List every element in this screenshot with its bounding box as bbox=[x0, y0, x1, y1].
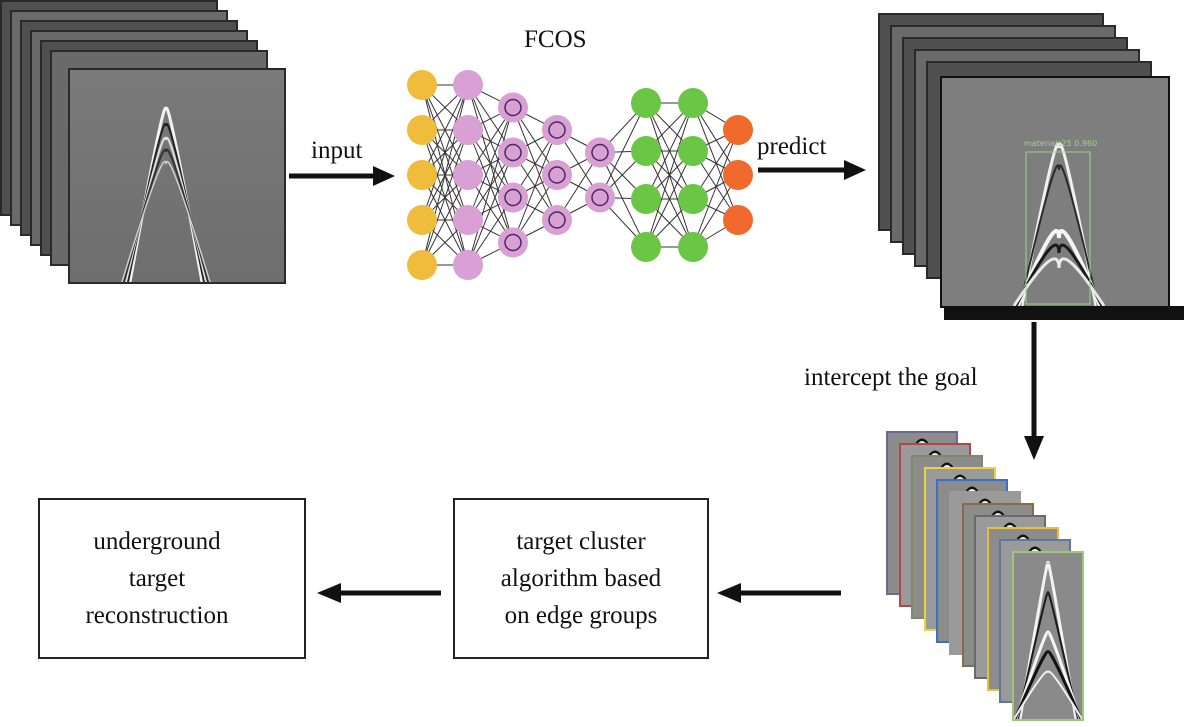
detection-bbox bbox=[1025, 151, 1091, 305]
network-node bbox=[407, 205, 437, 235]
network-node bbox=[453, 160, 483, 190]
network-node bbox=[678, 232, 708, 262]
network-node bbox=[453, 115, 483, 145]
network-node bbox=[407, 160, 437, 190]
prediction-hyperbola bbox=[942, 78, 1168, 307]
network-node bbox=[498, 182, 528, 213]
network-node bbox=[407, 115, 437, 145]
fcos-network bbox=[407, 70, 753, 280]
network-node-ring bbox=[548, 211, 566, 229]
prediction-image-stack: materials25 0.960 bbox=[870, 0, 1184, 330]
network-node bbox=[723, 205, 753, 235]
cluster-line: target cluster bbox=[516, 528, 646, 555]
network-node-ring bbox=[504, 143, 522, 162]
arrow-predict bbox=[758, 160, 866, 180]
arrow-to-reconstruction bbox=[317, 583, 441, 603]
detection-label: materials25 0.960 bbox=[1024, 139, 1098, 148]
arrow-to-cluster bbox=[717, 583, 841, 603]
network-edge bbox=[645, 102, 694, 200]
network-node bbox=[678, 184, 708, 214]
network-edge bbox=[467, 107, 514, 221]
network-edge bbox=[512, 129, 558, 243]
network-node bbox=[453, 70, 483, 100]
reconstruction-box: underground target reconstruction bbox=[38, 498, 306, 659]
network-node-ring bbox=[504, 98, 522, 117]
network-node-ring bbox=[504, 188, 522, 207]
network-node bbox=[407, 250, 437, 280]
network-edge bbox=[645, 102, 694, 248]
network-node bbox=[585, 182, 615, 213]
network-node-ring bbox=[548, 121, 566, 139]
network-edge bbox=[692, 102, 739, 221]
prediction-radargram-front: materials25 0.960 bbox=[940, 76, 1170, 308]
network-node bbox=[631, 88, 661, 118]
cluster-algorithm-box: target cluster algorithm based on edge g… bbox=[453, 498, 709, 659]
prediction-shadow bbox=[944, 306, 1184, 320]
reconstruction-line: underground bbox=[93, 528, 221, 555]
network-node bbox=[723, 160, 753, 190]
network-edge bbox=[421, 174, 469, 266]
intercept-label: intercept the goal bbox=[804, 364, 978, 391]
network-edge bbox=[692, 129, 739, 248]
arrow-intercept bbox=[1024, 322, 1044, 460]
network-node bbox=[678, 136, 708, 166]
network-node-ring bbox=[591, 143, 609, 162]
network-node bbox=[631, 232, 661, 262]
network-edge bbox=[421, 84, 469, 266]
predict-label: predict bbox=[757, 133, 827, 160]
network-node bbox=[453, 250, 483, 280]
network-edge bbox=[421, 129, 469, 266]
radargram-hyperbola bbox=[70, 70, 284, 284]
cropped-target-front bbox=[1012, 551, 1084, 721]
network-edge bbox=[467, 152, 514, 266]
network-node bbox=[542, 160, 572, 190]
network-node bbox=[453, 205, 483, 235]
network-node bbox=[498, 227, 528, 258]
input-label: input bbox=[311, 137, 363, 164]
network-node bbox=[678, 88, 708, 118]
cropped-targets-stack bbox=[880, 425, 1100, 727]
network-node bbox=[407, 70, 437, 100]
network-node-ring bbox=[504, 233, 522, 252]
input-image-stack bbox=[0, 0, 290, 290]
network-node bbox=[498, 92, 528, 123]
network-edge bbox=[599, 152, 647, 248]
network-edge bbox=[599, 102, 647, 198]
cluster-line: algorithm based bbox=[500, 565, 662, 592]
network-node bbox=[585, 137, 615, 168]
reconstruction-line: target bbox=[128, 565, 186, 592]
diagram-title: FCOS bbox=[524, 26, 587, 53]
network-edge bbox=[421, 84, 469, 221]
network-node bbox=[631, 184, 661, 214]
cluster-line: on edge groups bbox=[504, 602, 658, 629]
network-node bbox=[498, 137, 528, 168]
network-node-ring bbox=[591, 188, 609, 207]
input-radargram-front bbox=[68, 68, 286, 284]
network-edge bbox=[645, 150, 694, 248]
reconstruction-line: reconstruction bbox=[85, 602, 229, 629]
arrow-input bbox=[289, 166, 395, 186]
network-node bbox=[723, 115, 753, 145]
network-node bbox=[631, 136, 661, 166]
network-node-ring bbox=[548, 166, 566, 184]
network-edge bbox=[421, 84, 469, 176]
network-edge bbox=[467, 107, 514, 266]
network-node bbox=[542, 115, 572, 145]
network-node bbox=[542, 205, 572, 235]
